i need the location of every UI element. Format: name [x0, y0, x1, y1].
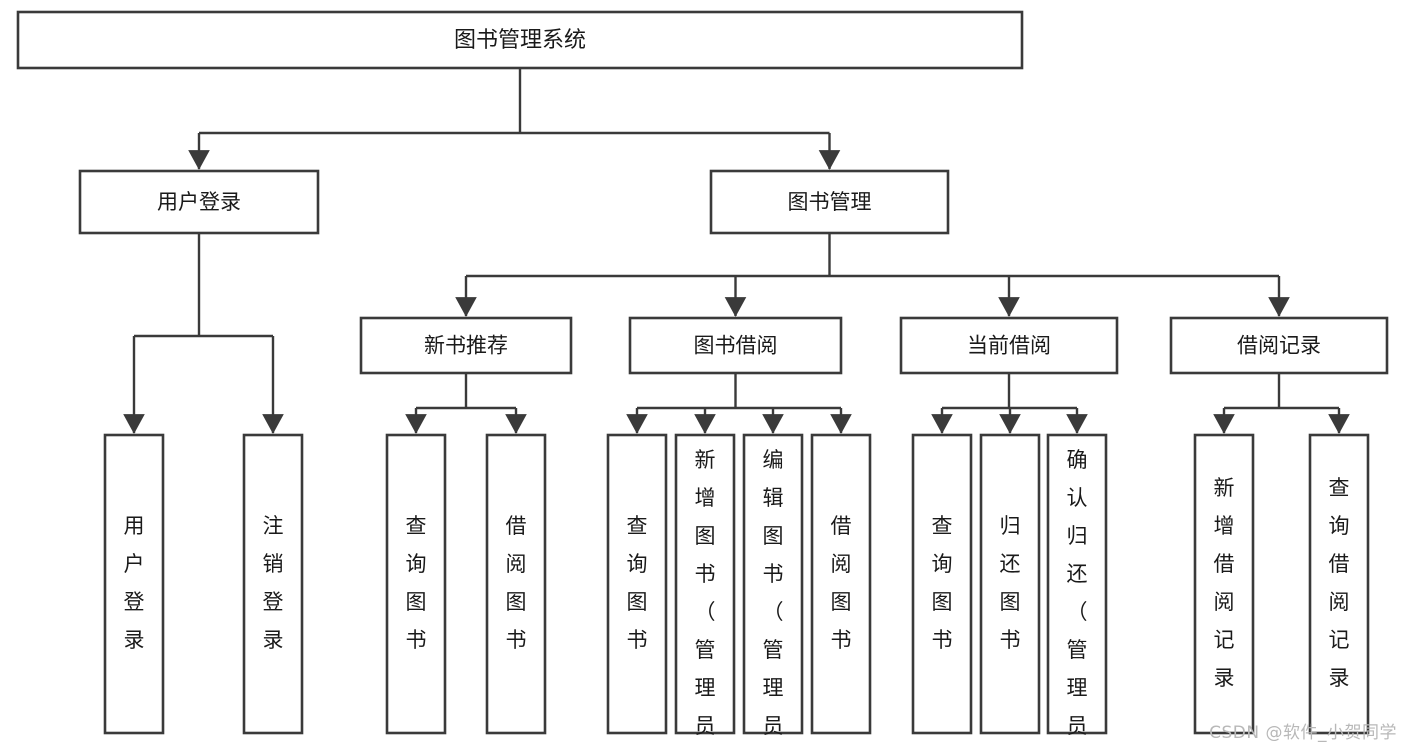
- connector-layer: [123, 68, 1350, 434]
- leaf-node-12[interactable]: 查询借阅记录: [1308, 433, 1370, 735]
- l3-node-1-box: [628, 316, 843, 375]
- leaf-node-11[interactable]: 新增借阅记录: [1193, 433, 1255, 735]
- leaf-node-10-box: [1046, 433, 1108, 735]
- l3-node-2[interactable]: 当前借阅: [899, 316, 1119, 375]
- l3-node-3-box: [1169, 316, 1389, 375]
- l3-node-0[interactable]: 新书推荐: [359, 316, 573, 375]
- root-node-0-box: [16, 10, 1024, 70]
- l2-node-0[interactable]: 用户登录: [78, 169, 320, 235]
- leaf-node-3-label: 借阅图书: [506, 514, 527, 652]
- leaf-node-6-box: [742, 433, 804, 735]
- leaf-node-11-label: 新增借阅记录: [1214, 476, 1235, 690]
- leaf-node-8-label: 查询图书: [932, 514, 953, 652]
- l3-node-1[interactable]: 图书借阅: [628, 316, 843, 375]
- root-node-0[interactable]: 图书管理系统: [16, 10, 1024, 70]
- leaf-node-7-box: [810, 433, 872, 735]
- leaf-node-12-label: 查询借阅记录: [1329, 476, 1350, 690]
- root-node-0-label: 图书管理系统: [454, 28, 586, 53]
- leaf-node-1[interactable]: 注销登录: [242, 433, 304, 735]
- leaf-node-3-box: [485, 433, 547, 735]
- leaf-node-6-label: 编辑图书（管理员）: [763, 448, 784, 747]
- l2-node-1[interactable]: 图书管理: [709, 169, 950, 235]
- l3-node-3[interactable]: 借阅记录: [1169, 316, 1389, 375]
- leaf-node-2-box: [385, 433, 447, 735]
- leaf-node-5-box: [674, 433, 736, 735]
- l3-node-2-label: 当前借阅: [967, 334, 1051, 358]
- leaf-node-7[interactable]: 借阅图书: [810, 433, 872, 735]
- watermark-credit: CSDN @软件_小贺同学: [1209, 723, 1397, 743]
- leaf-node-3[interactable]: 借阅图书: [485, 433, 547, 735]
- node-layer: 图书管理系统用户登录图书管理新书推荐图书借阅当前借阅借阅记录用户登录注销登录查询…: [16, 10, 1389, 747]
- leaf-node-2-label: 查询图书: [406, 514, 427, 652]
- leaf-node-10-label: 确认归还（管理员）: [1067, 448, 1088, 747]
- l2-node-1-box: [709, 169, 950, 235]
- leaf-node-5-label: 新增图书（管理员）: [695, 448, 716, 747]
- leaf-node-9-label: 归还图书: [1000, 514, 1021, 652]
- l3-node-0-label: 新书推荐: [424, 334, 508, 358]
- leaf-node-1-box: [242, 433, 304, 735]
- leaf-node-11-box: [1193, 433, 1255, 735]
- l2-node-1-label: 图书管理: [788, 190, 872, 214]
- leaf-node-0-box: [103, 433, 165, 735]
- leaf-node-0-label: 用户登录: [124, 514, 145, 652]
- leaf-node-9[interactable]: 归还图书: [979, 433, 1041, 735]
- l3-node-1-label: 图书借阅: [694, 334, 778, 358]
- leaf-node-4[interactable]: 查询图书: [606, 433, 668, 735]
- l2-node-0-label: 用户登录: [157, 190, 241, 214]
- l3-node-3-label: 借阅记录: [1237, 334, 1321, 358]
- leaf-node-7-label: 借阅图书: [831, 514, 852, 652]
- l2-node-0-box: [78, 169, 320, 235]
- l3-node-2-box: [899, 316, 1119, 375]
- leaf-node-8-box: [911, 433, 973, 735]
- l3-node-0-box: [359, 316, 573, 375]
- leaf-node-6[interactable]: 编辑图书（管理员）: [742, 433, 804, 747]
- leaf-node-4-box: [606, 433, 668, 735]
- leaf-node-4-label: 查询图书: [627, 514, 648, 652]
- leaf-node-8[interactable]: 查询图书: [911, 433, 973, 735]
- leaf-node-2[interactable]: 查询图书: [385, 433, 447, 735]
- leaf-node-9-box: [979, 433, 1041, 735]
- leaf-node-12-box: [1308, 433, 1370, 735]
- leaf-node-1-label: 注销登录: [263, 514, 284, 652]
- leaf-node-10[interactable]: 确认归还（管理员）: [1046, 433, 1108, 747]
- leaf-node-5[interactable]: 新增图书（管理员）: [674, 433, 736, 747]
- leaf-node-0[interactable]: 用户登录: [103, 433, 165, 735]
